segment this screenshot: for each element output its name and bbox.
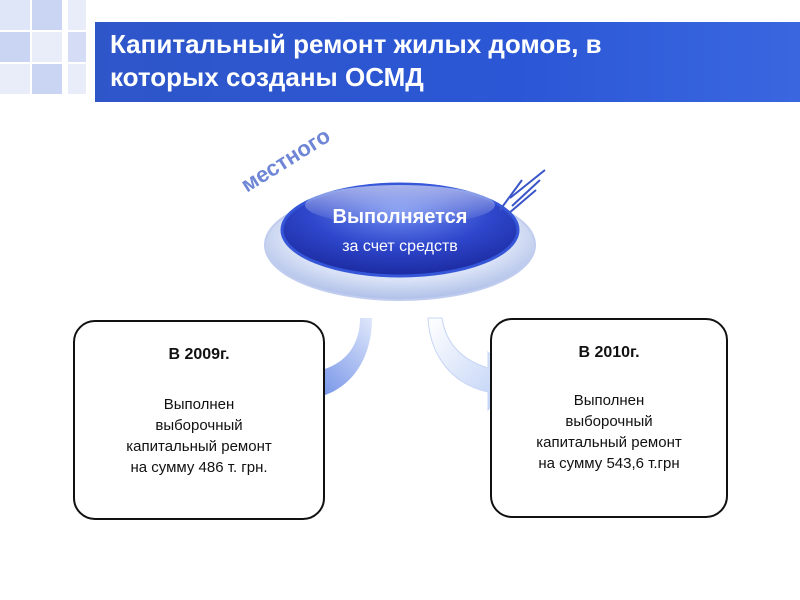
title-line-2: которых созданы ОСМД — [110, 62, 424, 92]
desc-line: выборочный — [565, 413, 653, 430]
decor-square — [64, 0, 86, 30]
box-description: Выполнен выборочный капитальный ремонт н… — [75, 394, 323, 478]
box-year: В 2009г. — [168, 346, 230, 363]
central-oval — [264, 169, 546, 301]
desc-line: выборочный — [155, 417, 243, 434]
decor-square — [0, 64, 30, 94]
desc-line: на сумму 486 т. грн. — [130, 459, 268, 476]
decor-square — [64, 32, 86, 62]
slide-title: Капитальный ремонт жилых домов, в которы… — [110, 28, 770, 94]
title-band — [95, 22, 800, 102]
box-2010: В 2010г. Выполнен выборочный капитальный… — [490, 318, 728, 518]
decor-square — [32, 0, 62, 30]
desc-line: капитальный ремонт — [536, 434, 682, 451]
oval-sub-text: за счет средств — [342, 238, 458, 255]
desc-line: на сумму 543,6 т.грн — [538, 455, 680, 472]
box-description: Выполнен выборочный капитальный ремонт н… — [492, 390, 726, 474]
box-year: В 2010г. — [578, 344, 640, 361]
desc-line: Выполнен — [163, 396, 235, 413]
decor-square — [64, 0, 68, 140]
decor-square — [32, 64, 62, 94]
decor-square — [32, 32, 62, 62]
desc-line: капитальный ремонт — [126, 438, 272, 455]
decor-square — [0, 32, 30, 62]
desc-line: Выполнен — [573, 392, 645, 409]
oval-main-text: Выполняется — [332, 206, 468, 228]
box-2009: В 2009г. Выполнен выборочный капитальный… — [73, 320, 325, 520]
decor-square — [0, 0, 30, 30]
decor-square — [64, 64, 86, 94]
title-line-1: Капитальный ремонт жилых домов, в — [110, 29, 602, 59]
